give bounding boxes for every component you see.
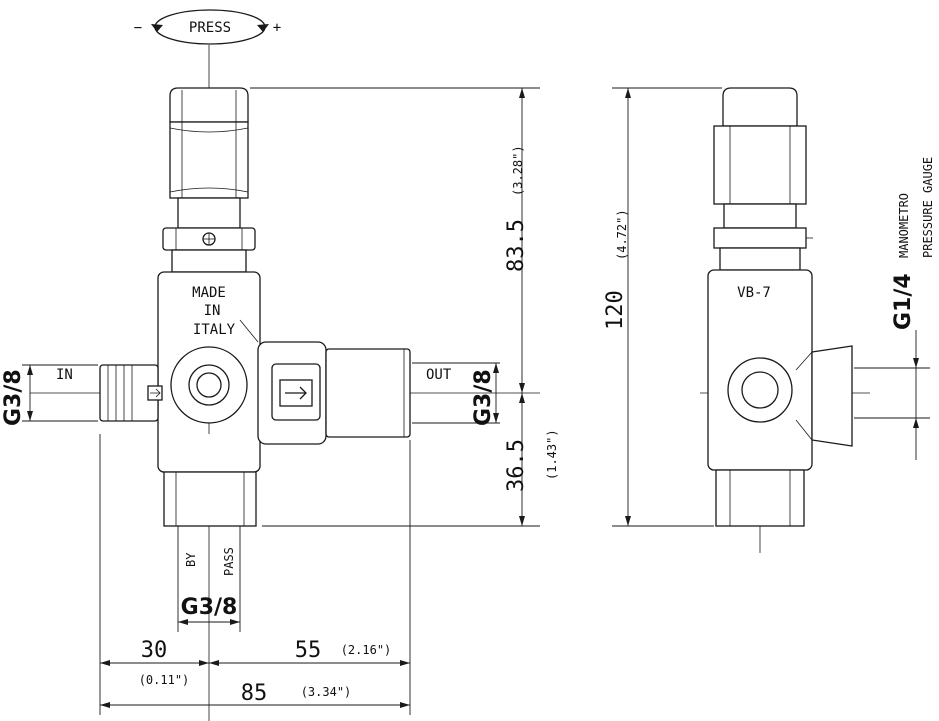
bypass-thread-dimension: G3/8	[177, 526, 241, 632]
gauge-label-it: MANOMETRO	[897, 193, 911, 258]
height-lower-inch: (1.43")	[545, 429, 559, 480]
outlet-fitting	[325, 348, 411, 438]
side-central-port	[727, 357, 793, 423]
model-label: VB-7	[737, 285, 771, 301]
flow-arrow-icon	[285, 386, 307, 400]
press-minus: −	[134, 20, 142, 36]
height-dimensions: 83.5 (3.28") 36.5 (1.43")	[250, 87, 559, 527]
right-width-inch: (2.16")	[341, 643, 392, 657]
side-lock-nut	[713, 227, 807, 249]
svg-text:G3/8: G3/8	[1, 369, 26, 426]
total-height-dimension: 120 (4.72")	[603, 87, 722, 527]
outlet-label: OUT	[426, 367, 452, 383]
side-adjuster-hex	[713, 125, 807, 205]
marking-line-3: ITALY	[193, 322, 236, 338]
left-width-inch: (0.11")	[139, 673, 190, 687]
gauge-port-boss	[811, 345, 853, 447]
gauge-thread-dimension: G1/4 MANOMETRO PRESSURE GAUGE	[854, 157, 935, 460]
side-view: VB-7 120 (4.72") G1/4 MANOMETRO	[603, 87, 935, 553]
bypass-fitting	[163, 471, 257, 527]
side-bypass-fitting	[715, 469, 805, 527]
svg-text:G3/8: G3/8	[471, 369, 496, 426]
total-height-inch: (4.72")	[615, 209, 629, 260]
height-lower-value: 36.5	[504, 439, 529, 492]
flow-direction-window	[271, 363, 321, 421]
adjuster-cap	[169, 87, 249, 123]
gauge-label-en: PRESSURE GAUGE	[921, 157, 935, 258]
bypass-label-pass: PASS	[222, 547, 236, 576]
width-dimensions: 30 (0.11") 55 (2.16") 85 (3.34")	[99, 434, 411, 715]
central-port	[170, 346, 248, 424]
left-width-value: 30	[141, 638, 168, 663]
inlet-thread-dimension: G3/8	[1, 364, 98, 426]
total-width-inch: (3.34")	[301, 685, 352, 699]
height-upper-inch: (3.28")	[511, 145, 525, 196]
total-width-value: 85	[241, 681, 268, 706]
total-height-value: 120	[603, 290, 628, 330]
adjuster-hex	[169, 121, 249, 199]
marking-line-1: MADE	[192, 285, 226, 301]
right-width-value: 55	[295, 638, 322, 663]
bypass-label-by: BY	[184, 552, 198, 567]
press-plus: +	[273, 20, 281, 36]
outlet-thread-dimension: G3/8	[412, 362, 500, 426]
inlet-label: IN	[56, 367, 73, 383]
marking-line-2: IN	[204, 303, 221, 319]
front-view: MADE IN ITALY IN OUT BY PASS	[1, 45, 559, 721]
height-upper-value: 83.5	[504, 219, 529, 272]
gauge-thread-label: G1/4	[891, 273, 916, 330]
press-label: PRESS	[189, 20, 231, 36]
press-indicator: PRESS − +	[134, 9, 281, 45]
svg-text:G3/8: G3/8	[181, 595, 238, 620]
